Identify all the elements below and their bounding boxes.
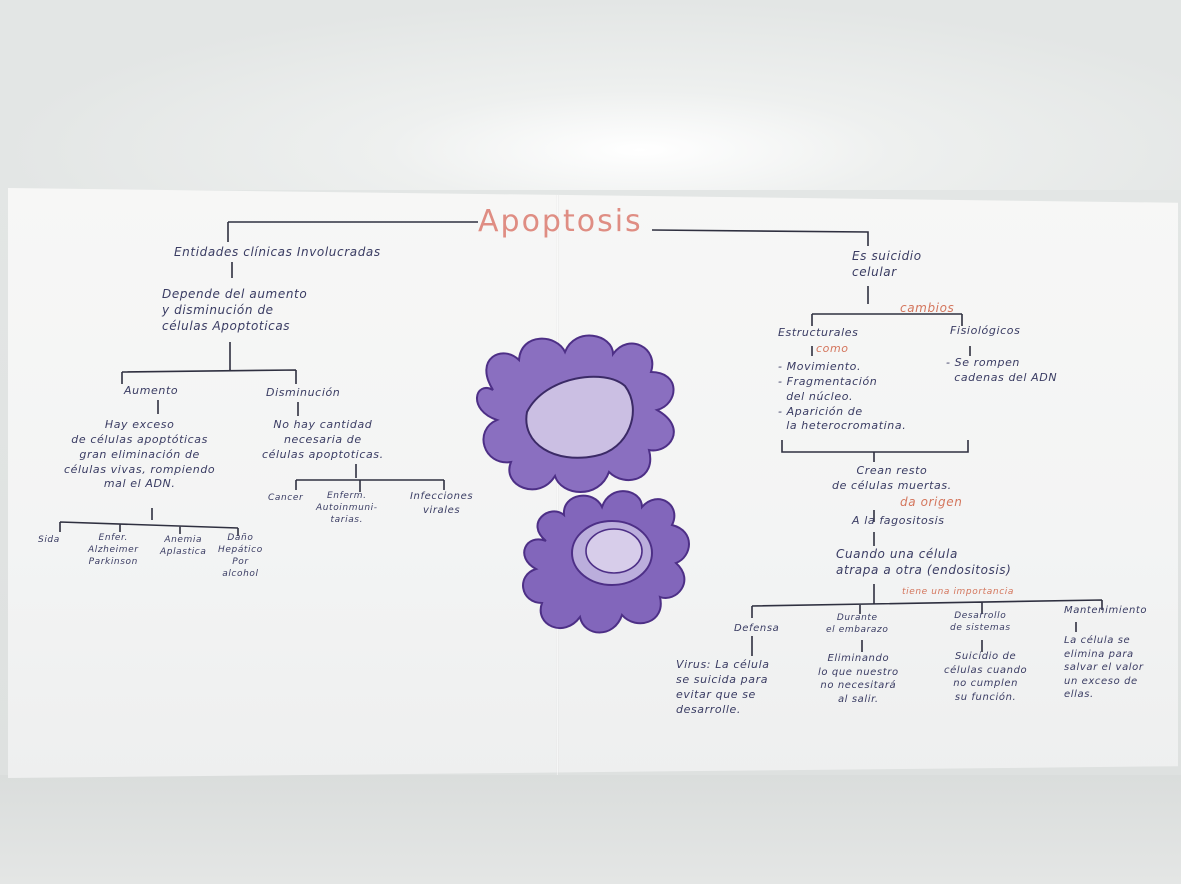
right-header: Es suicidio celular bbox=[852, 248, 922, 280]
title-right-line bbox=[652, 230, 868, 246]
title-left-line bbox=[228, 222, 478, 242]
aumento-items-split bbox=[60, 508, 238, 536]
fisiologicos-text: - Se rompen cadenas del ADN bbox=[946, 356, 1057, 386]
como-label: como bbox=[816, 342, 849, 357]
disminucion-label: Disminución bbox=[266, 386, 340, 401]
map-title: Apoptosis bbox=[478, 202, 643, 243]
fisiologicos-label: Fisiológicos bbox=[950, 324, 1020, 339]
aumento-split bbox=[122, 342, 296, 384]
columns-connectors bbox=[752, 622, 1076, 656]
importancia-label: tiene una importancia bbox=[902, 586, 1014, 598]
col-sistemas-text: Suicidio de células cuando no cumplen su… bbox=[944, 650, 1027, 704]
da-origen-label: da origen bbox=[900, 494, 962, 510]
depends-text: Depende del aumento y disminución de cél… bbox=[162, 286, 307, 335]
col-mantenimiento-label: Mantenimiento bbox=[1064, 604, 1147, 618]
disminucion-item-1: Cancer bbox=[268, 492, 303, 504]
disminucion-text: No hay cantidad necesaria de células apo… bbox=[262, 418, 384, 463]
disminucion-items-split bbox=[296, 464, 444, 492]
aumento-item-1: Sida bbox=[38, 534, 60, 546]
cell-drawing-1 bbox=[477, 336, 674, 492]
join-line bbox=[782, 440, 968, 462]
col-defensa-text: Virus: La célula se suicida para evitar … bbox=[676, 658, 770, 717]
aumento-item-3: Anemia Aplastica bbox=[160, 534, 206, 558]
aumento-text: Hay exceso de células apoptóticas gran e… bbox=[64, 418, 215, 492]
col-defensa-label: Defensa bbox=[734, 622, 779, 636]
fagositosis-text: A la fagositosis bbox=[852, 514, 945, 529]
aumento-item-2: Enfer. Alzheimer Parkinson bbox=[88, 532, 139, 568]
left-header: Entidades clínicas Involucradas bbox=[174, 244, 381, 260]
aumento-label: Aumento bbox=[124, 384, 178, 399]
disminucion-item-2: Enferm. Autoinmuni- tarias. bbox=[316, 490, 378, 526]
cell-drawing-2 bbox=[523, 491, 689, 632]
cuando-text: Cuando una célula atrapa a otra (endosit… bbox=[836, 546, 1011, 578]
col-embarazo-text: Eliminando lo que nuestro no necesitará … bbox=[818, 652, 899, 706]
col-sistemas-label: Desarrollo de sistemas bbox=[950, 610, 1011, 634]
col-embarazo-label: Durante el embarazo bbox=[826, 612, 888, 636]
cambios-label: cambios bbox=[900, 300, 954, 316]
estructurales-text: - Movimiento. - Fragmentación del núcleo… bbox=[778, 360, 906, 434]
disminucion-item-3: Infecciones virales bbox=[410, 490, 473, 517]
col-mantenimiento-text: La célula se elimina para salvar el valo… bbox=[1064, 634, 1144, 702]
estructurales-label: Estructurales bbox=[778, 326, 858, 341]
restos-text: Crean resto de células muertas. bbox=[832, 464, 952, 494]
aumento-item-4: Daño Hepático Por alcohol bbox=[218, 532, 263, 581]
